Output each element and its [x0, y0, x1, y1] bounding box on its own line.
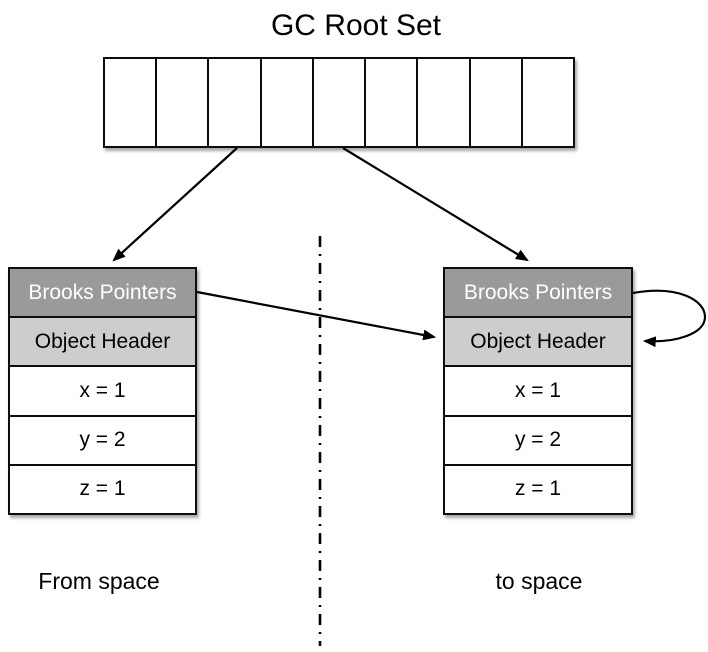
to-space-object: Brooks Pointers Object Header x = 1 y = … — [443, 267, 633, 515]
root-set-cell — [105, 59, 158, 146]
field-row-z: z = 1 — [10, 463, 195, 514]
root-set-box — [103, 57, 575, 148]
arrow-forwarding-pointer — [196, 290, 437, 341]
from-space-object: Brooks Pointers Object Header x = 1 y = … — [8, 267, 197, 515]
root-set-cell — [366, 59, 419, 146]
brooks-pointers-row: Brooks Pointers — [445, 269, 631, 317]
field-row-z: z = 1 — [445, 463, 631, 514]
root-set-cell — [261, 59, 314, 146]
root-set-cell — [157, 59, 210, 146]
field-row-x: x = 1 — [445, 365, 631, 415]
root-set-cell — [313, 59, 367, 146]
field-row-x: x = 1 — [10, 365, 195, 415]
object-header-row: Object Header — [445, 316, 631, 366]
brooks-pointers-row: Brooks Pointers — [10, 269, 195, 317]
root-set-cell — [418, 59, 471, 146]
field-row-y: y = 2 — [10, 414, 195, 464]
root-set-cell — [209, 59, 262, 146]
arrow-root-to-to-object — [342, 147, 529, 262]
root-set-cell — [522, 59, 573, 146]
field-row-y: y = 2 — [445, 414, 631, 464]
object-header-row: Object Header — [10, 316, 195, 366]
arrow-self-forwarding-pointer — [632, 289, 707, 348]
to-space-label: to space — [495, 568, 583, 594]
arrow-root-to-from-object — [112, 147, 238, 262]
diagram-title: GC Root Set — [270, 9, 442, 42]
from-space-label: From space — [38, 568, 160, 594]
root-set-cell — [470, 59, 523, 146]
